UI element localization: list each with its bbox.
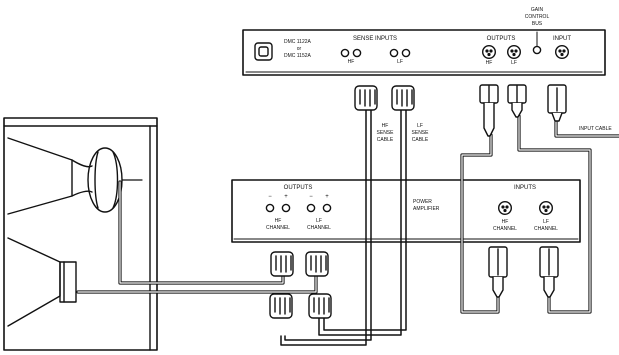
amp-lf-minus-label: − [309, 194, 313, 200]
lf-sense-cable-plug-bottom[interactable] [308, 293, 332, 319]
speaker-cabinet [3, 117, 158, 351]
gain-control-bus-label-3: BUS [531, 21, 543, 27]
lf-sense-cable-label-3: CABLE [411, 137, 429, 143]
gain-control-bus-label-1: GAIN [530, 7, 544, 13]
hf-sense-cable-label-2: SENSE [376, 130, 394, 136]
gain-control-bus-label-2: CONTROL [524, 14, 550, 20]
amp-input-hf-label-1: HF [501, 219, 509, 225]
amp-lf-output-plug[interactable] [305, 251, 329, 277]
dmc-output-hf-label: HF [485, 60, 493, 66]
input-cable-label: INPUT CABLE [579, 126, 612, 132]
hf-sense-cable [280, 109, 372, 346]
ac-power-socket-icon [254, 42, 273, 61]
hf-sense-cable-plug-top[interactable] [354, 85, 378, 111]
sense-input-hf-label: HF [347, 59, 355, 65]
amp-input-hf-label-2: CHANNEL [493, 226, 517, 232]
amp-hf-plus-label: + [284, 194, 288, 200]
lf-sense-cable [318, 109, 407, 336]
dmc-unit [242, 29, 606, 76]
amp-lf-plus-label: + [325, 194, 329, 200]
amp-lf-channel-label-2: CHANNEL [307, 225, 331, 231]
dmc-to-amp-xlr-cables [460, 114, 592, 314]
amp-outputs-label: OUTPUTS [283, 185, 313, 191]
dmc-model-2-label: DMC 1152A [284, 53, 311, 59]
dmc-or-label: or [296, 46, 302, 52]
hf-sense-cable-plug-bottom[interactable] [269, 293, 293, 319]
dmc-outputs-label: OUTPUTS [486, 36, 516, 42]
amp-hf-output-plus-post[interactable] [281, 203, 291, 213]
dmc-lf-output-xlr[interactable] [507, 45, 522, 60]
dmc-input-label: INPUT [553, 36, 571, 42]
hf-sense-cable-label-3: CABLE [376, 137, 394, 143]
amp-hf-minus-label: − [268, 194, 272, 200]
lf-sense-cable-label-2: SENSE [411, 130, 429, 136]
dmc-output-lf-label: LF [511, 60, 517, 66]
hf-output-xlr-plug[interactable] [479, 84, 499, 137]
lf-woofer-icon [7, 237, 77, 327]
amp-hf-channel-label-2: CHANNEL [266, 225, 290, 231]
amp-lf-output-minus-post[interactable] [306, 203, 316, 213]
amp-lf-input-xlr-plug[interactable] [539, 246, 559, 298]
sense-inputs-label: SENSE INPUTS [352, 36, 398, 42]
amp-lf-input-xlr[interactable] [539, 200, 554, 215]
amp-hf-channel-label-1: HF [274, 218, 282, 224]
power-amplifier-label-2: AMPLIFIER [413, 206, 440, 212]
sense-input-hf-minus-jack[interactable] [340, 48, 350, 58]
power-amplifier-label-1: POWER [413, 199, 432, 205]
amp-lf-channel-label-1: LF [316, 218, 322, 224]
amp-input-lf-label-1: LF [543, 219, 549, 225]
amp-hf-output-minus-post[interactable] [265, 203, 275, 213]
amp-lf-output-plus-post[interactable] [322, 203, 332, 213]
sense-input-lf-plus-jack[interactable] [401, 48, 411, 58]
lf-sense-cable-label-1: LF [417, 123, 423, 129]
gain-control-bus-jack[interactable] [532, 45, 542, 55]
dmc-hf-output-xlr[interactable] [482, 45, 497, 60]
lf-sense-cable-plug-top[interactable] [391, 85, 415, 111]
sense-input-lf-minus-jack[interactable] [389, 48, 399, 58]
dmc-model-1-label: DMC 1122A [284, 39, 311, 45]
amp-hf-input-xlr[interactable] [498, 200, 513, 215]
amp-inputs-label: INPUTS [513, 185, 537, 191]
lf-output-xlr-plug[interactable] [507, 84, 527, 118]
hf-horn-icon [7, 137, 143, 215]
amp-hf-output-plug[interactable] [270, 251, 294, 277]
hf-sense-cable-label-1: HF [381, 123, 389, 129]
dmc-input-xlr[interactable] [555, 45, 570, 60]
sense-input-lf-label: LF [397, 59, 403, 65]
input-xlr-plug[interactable] [547, 84, 567, 122]
sense-input-hf-plus-jack[interactable] [352, 48, 362, 58]
amp-input-lf-label-2: CHANNEL [534, 226, 558, 232]
amp-hf-input-xlr-plug[interactable] [488, 246, 508, 298]
